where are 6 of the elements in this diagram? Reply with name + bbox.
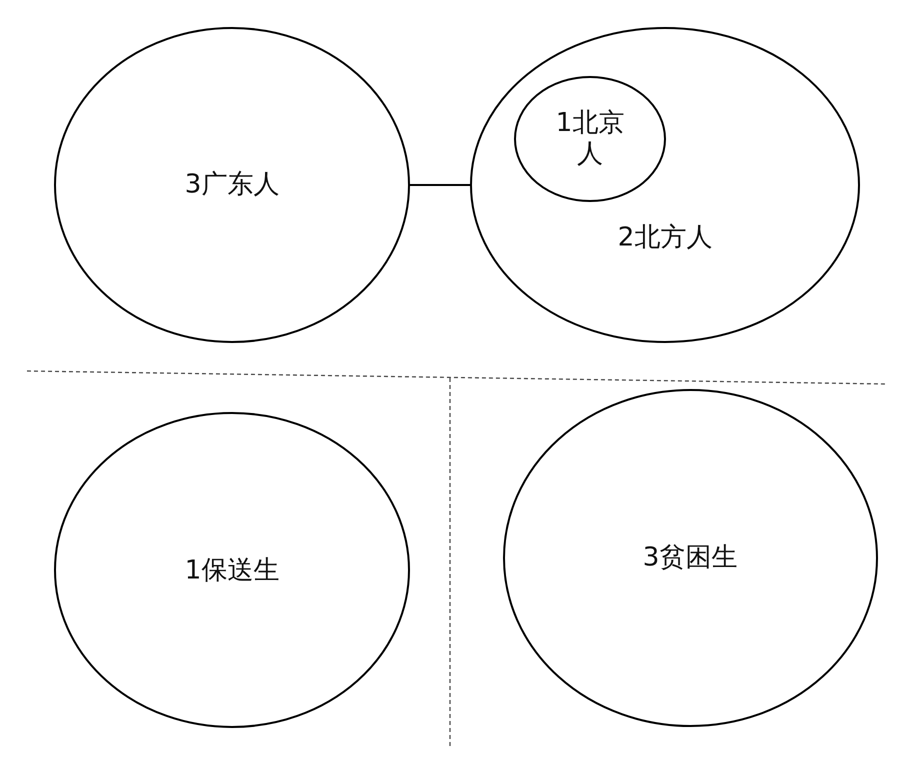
node-label: 3广东人 [184,169,280,201]
node-label: 1保送生 [184,555,280,587]
node-label: 3贫困生 [642,542,738,574]
node-label: 1北京人 [554,108,626,170]
connector-line [410,184,470,186]
node-label: 2北方人 [618,222,712,254]
